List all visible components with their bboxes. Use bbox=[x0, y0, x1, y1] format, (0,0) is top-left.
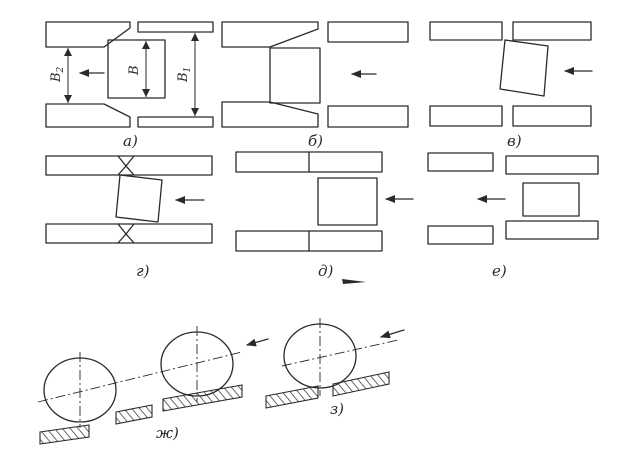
panel-c-workpiece bbox=[499, 39, 549, 97]
panel-e: д) bbox=[235, 151, 414, 284]
panel-d-workpiece bbox=[115, 174, 163, 223]
panel-d-guide-top bbox=[45, 155, 213, 176]
panel-g-guide-2 bbox=[115, 404, 153, 425]
panel-a-guide-bottom-left bbox=[45, 103, 131, 128]
panel-g-feed-arrow bbox=[246, 338, 269, 347]
panel-c-guide-bottom-right bbox=[512, 105, 592, 127]
panel-c-label: в) bbox=[507, 132, 522, 150]
panel-f-guide-top-right bbox=[505, 155, 599, 175]
panel-b-guide-top-left bbox=[221, 21, 319, 48]
panel-h-guide-1 bbox=[265, 385, 319, 409]
panel-b-workpiece bbox=[269, 47, 321, 104]
panel-b: б) bbox=[221, 21, 409, 150]
panel-h-guide-2 bbox=[332, 371, 390, 397]
panel-a-label: а) bbox=[123, 132, 138, 150]
panel-f-guide-bottom-left bbox=[427, 225, 494, 245]
panel-f: е) bbox=[427, 152, 599, 280]
panel-e-workpiece bbox=[317, 177, 378, 226]
panel-a-guide-bottom-right bbox=[137, 116, 214, 128]
panel-h-feed-arrow bbox=[380, 329, 405, 339]
panel-g: ж) bbox=[37, 326, 269, 445]
panel-f-guide-bottom-right bbox=[505, 220, 599, 240]
panel-h-label: з) bbox=[330, 400, 344, 418]
panel-a-b1-label: B1 bbox=[176, 67, 193, 83]
panel-b-guide-bottom-left bbox=[221, 101, 319, 128]
panel-g-guide-1 bbox=[39, 424, 90, 445]
panel-f-label: е) bbox=[492, 262, 507, 280]
panel-a-workpiece bbox=[107, 39, 166, 99]
panel-f-workpiece bbox=[522, 182, 580, 217]
panel-g-label: ж) bbox=[156, 424, 179, 442]
panel-f-guide-top-left bbox=[427, 152, 494, 172]
panel-d: г) bbox=[45, 155, 213, 280]
panel-c-guide-top-right bbox=[512, 21, 592, 41]
panel-b-guide-top-right bbox=[327, 21, 409, 43]
panel-a: B2 B B1 а) bbox=[45, 21, 214, 150]
panel-e-print-mark bbox=[342, 279, 366, 284]
panel-b-guide-bottom-right bbox=[327, 105, 409, 128]
panel-d-guide-bottom bbox=[45, 223, 213, 244]
panel-h: з) bbox=[265, 318, 405, 418]
panel-h-centerline bbox=[281, 339, 399, 367]
panel-c: в) bbox=[429, 21, 593, 150]
panel-a-guide-top-right bbox=[137, 21, 214, 33]
panel-e-label: д) bbox=[318, 262, 334, 280]
panel-b-label: б) bbox=[308, 132, 323, 150]
panel-d-label: г) bbox=[136, 262, 150, 280]
panel-c-guide-bottom-left bbox=[429, 105, 503, 127]
panel-a-b2-label: B2 bbox=[49, 66, 66, 83]
panel-a-b-label: B bbox=[127, 65, 142, 76]
panel-g-guide-3 bbox=[162, 384, 243, 412]
panel-a-guide-top-left bbox=[45, 21, 131, 48]
panel-g-centerline bbox=[37, 351, 243, 403]
panel-c-guide-top-left bbox=[429, 21, 503, 41]
